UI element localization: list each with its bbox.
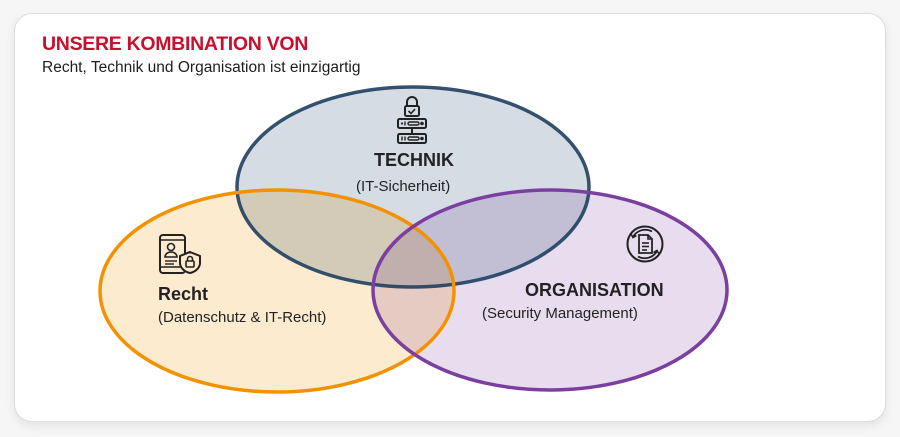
page-title: UNSERE KOMBINATION VON bbox=[42, 33, 309, 55]
recht-ellipse-fill bbox=[100, 190, 454, 392]
technik-ellipse bbox=[235, 85, 591, 289]
page-subtitle: Recht, Technik und Organisation ist einz… bbox=[42, 59, 361, 76]
technik-subheading: (IT-Sicherheit) bbox=[356, 178, 451, 195]
tablet-user-shield-lock-icon bbox=[159, 234, 201, 275]
organisation-sublabel: (Security Management) bbox=[482, 305, 638, 322]
technik-sublabel: (IT-Sicherheit) bbox=[356, 178, 450, 195]
organisation-heading: ORGANISATION bbox=[525, 280, 664, 300]
organisation-ellipse bbox=[371, 188, 729, 392]
recht-label: Recht (Datenschutz & IT-Recht) bbox=[158, 284, 326, 326]
recht-ellipse bbox=[98, 188, 456, 394]
server-lock-icon bbox=[397, 96, 427, 144]
organisation-subheading: (Security Management) bbox=[482, 305, 638, 322]
technik-heading: TECHNIK bbox=[374, 150, 454, 170]
organisation-label: ORGANISATION bbox=[525, 280, 664, 301]
document-cycle-icon bbox=[626, 225, 664, 263]
technik-label: TECHNIK bbox=[372, 150, 456, 171]
recht-heading: Recht bbox=[158, 284, 209, 304]
recht-subheading: (Datenschutz & IT-Recht) bbox=[158, 309, 327, 326]
